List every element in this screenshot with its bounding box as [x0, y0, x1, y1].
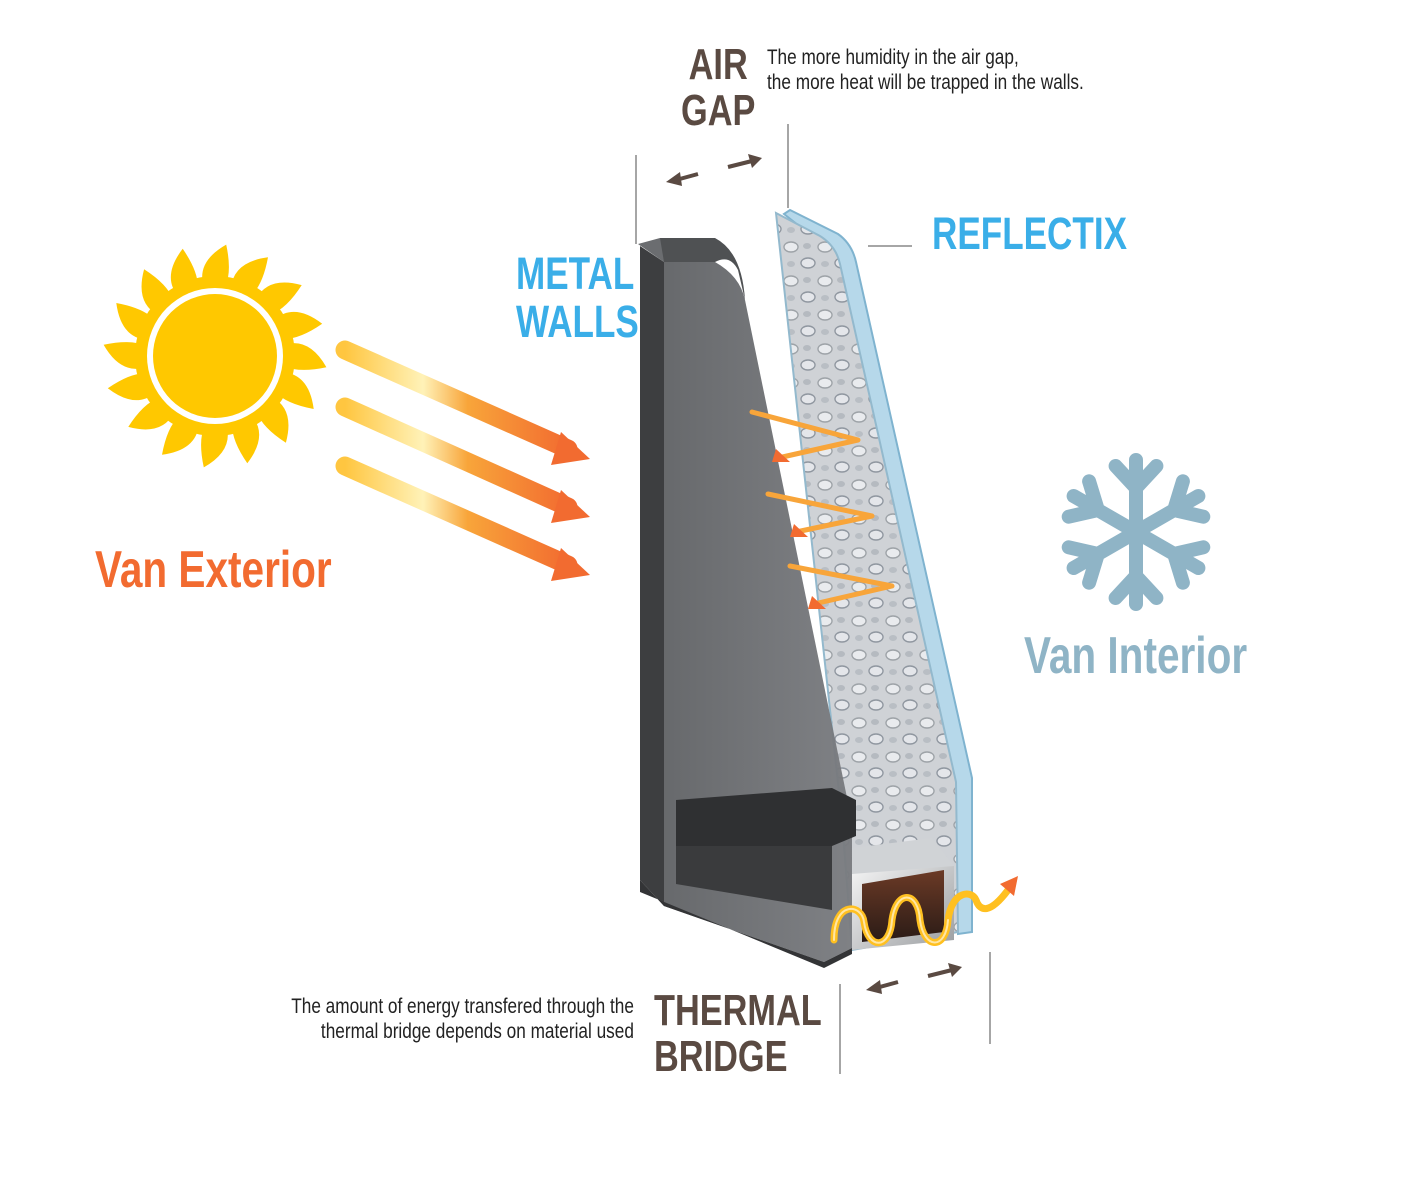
snowflake-icon	[1061, 453, 1211, 611]
metal-walls-label: METAL WALLS	[516, 248, 639, 347]
ray-arrow-bottom	[335, 456, 590, 581]
thermal-bridge-tube	[852, 838, 954, 950]
thermal-bridge-label: THERMAL BRIDGE	[654, 986, 822, 1081]
thermal-bridge-arrows	[866, 963, 962, 994]
air-gap-markers	[635, 124, 912, 247]
thermal-bridge-markers	[839, 952, 991, 1074]
sun-core	[153, 294, 277, 418]
snowflake-arms	[1061, 453, 1211, 611]
ray-arrow-top	[335, 340, 590, 465]
ray-arrow-middle	[335, 397, 590, 523]
reflected-heat	[749, 409, 895, 609]
sun-rays	[335, 340, 590, 581]
thermal-bridge-note: The amount of energy transfered through …	[291, 995, 634, 1043]
reflectix-label: REFLECTIX	[932, 208, 1128, 259]
van-exterior-label: Van Exterior	[95, 541, 332, 599]
sun-icon	[103, 244, 327, 468]
wave-icon	[830, 876, 1018, 947]
air-gap-arrows	[666, 154, 762, 186]
air-gap-label: AIR GAP	[681, 40, 756, 135]
metal-wall	[638, 238, 856, 968]
air-gap-note: The more humidity in the air gap, the mo…	[767, 46, 1084, 94]
van-interior-label: Van Interior	[1024, 627, 1248, 685]
